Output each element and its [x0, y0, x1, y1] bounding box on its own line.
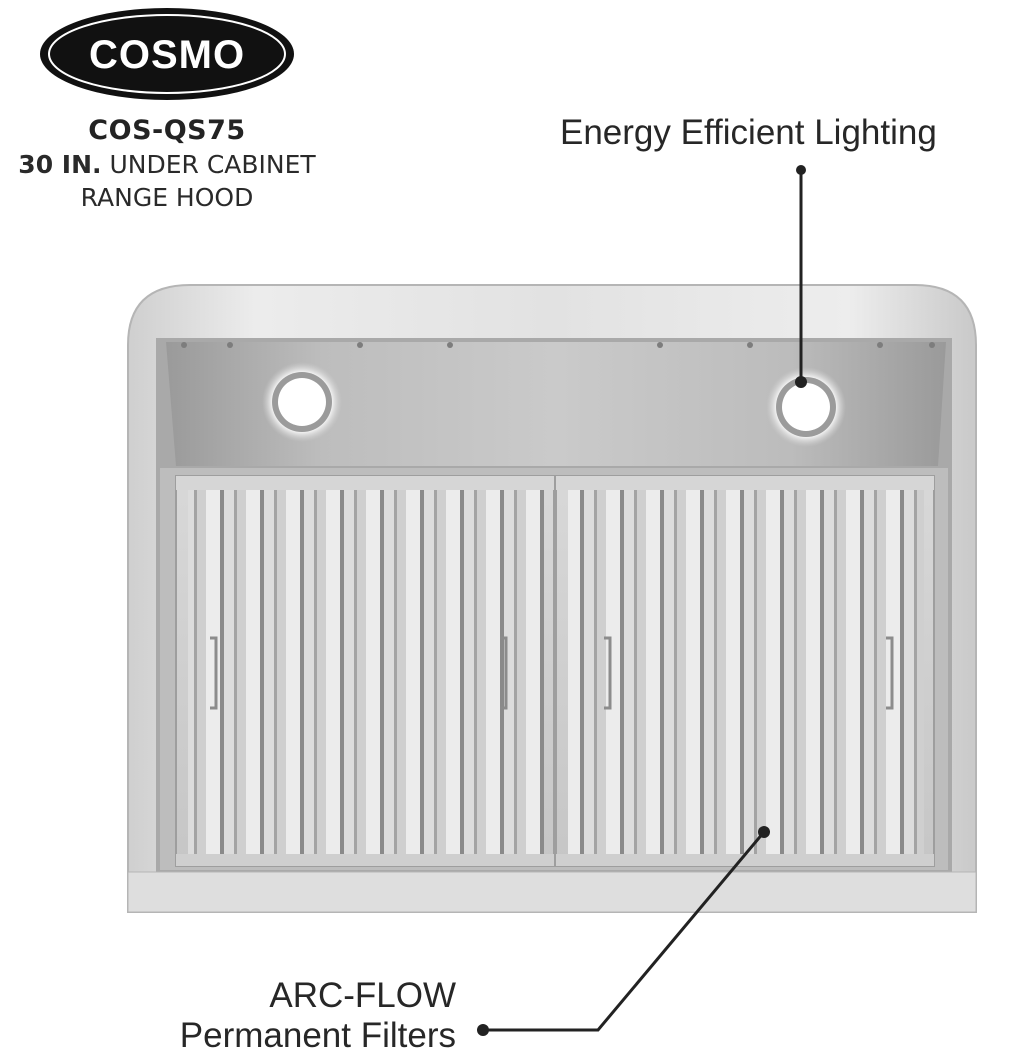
model-number: COS-QS75 — [88, 115, 246, 146]
hood-bottom-lip — [127, 871, 977, 913]
light-left-icon — [262, 362, 342, 442]
light-right-icon — [766, 367, 846, 447]
light-panel — [166, 342, 946, 466]
cosmo-logo: COSMO — [40, 8, 294, 100]
filter-left — [175, 475, 555, 867]
panel-screws — [181, 342, 935, 348]
product-description-line1: UNDER CABINET — [109, 150, 316, 179]
filters-callout-label: ARC-FLOW Permanent Filters — [96, 976, 456, 1056]
lighting-callout-label: Energy Efficient Lighting — [560, 113, 937, 152]
filters-callout-line1: ARC-FLOW — [269, 976, 456, 1015]
filters-callout-line — [477, 826, 770, 1036]
product-description-line2: RANGE HOOD — [80, 183, 254, 212]
product-subtitle: 30 IN. UNDER CABINET — [0, 148, 334, 181]
product-title-block: COS-QS75 30 IN. UNDER CABINET RANGE HOOD — [0, 114, 334, 214]
logo-text: COSMO — [89, 33, 245, 77]
lighting-callout-line — [795, 165, 807, 388]
filter-right — [555, 475, 935, 867]
product-size: 30 IN. — [18, 150, 102, 179]
filter-handles — [210, 636, 894, 710]
filters-callout-line2: Permanent Filters — [179, 1016, 456, 1055]
